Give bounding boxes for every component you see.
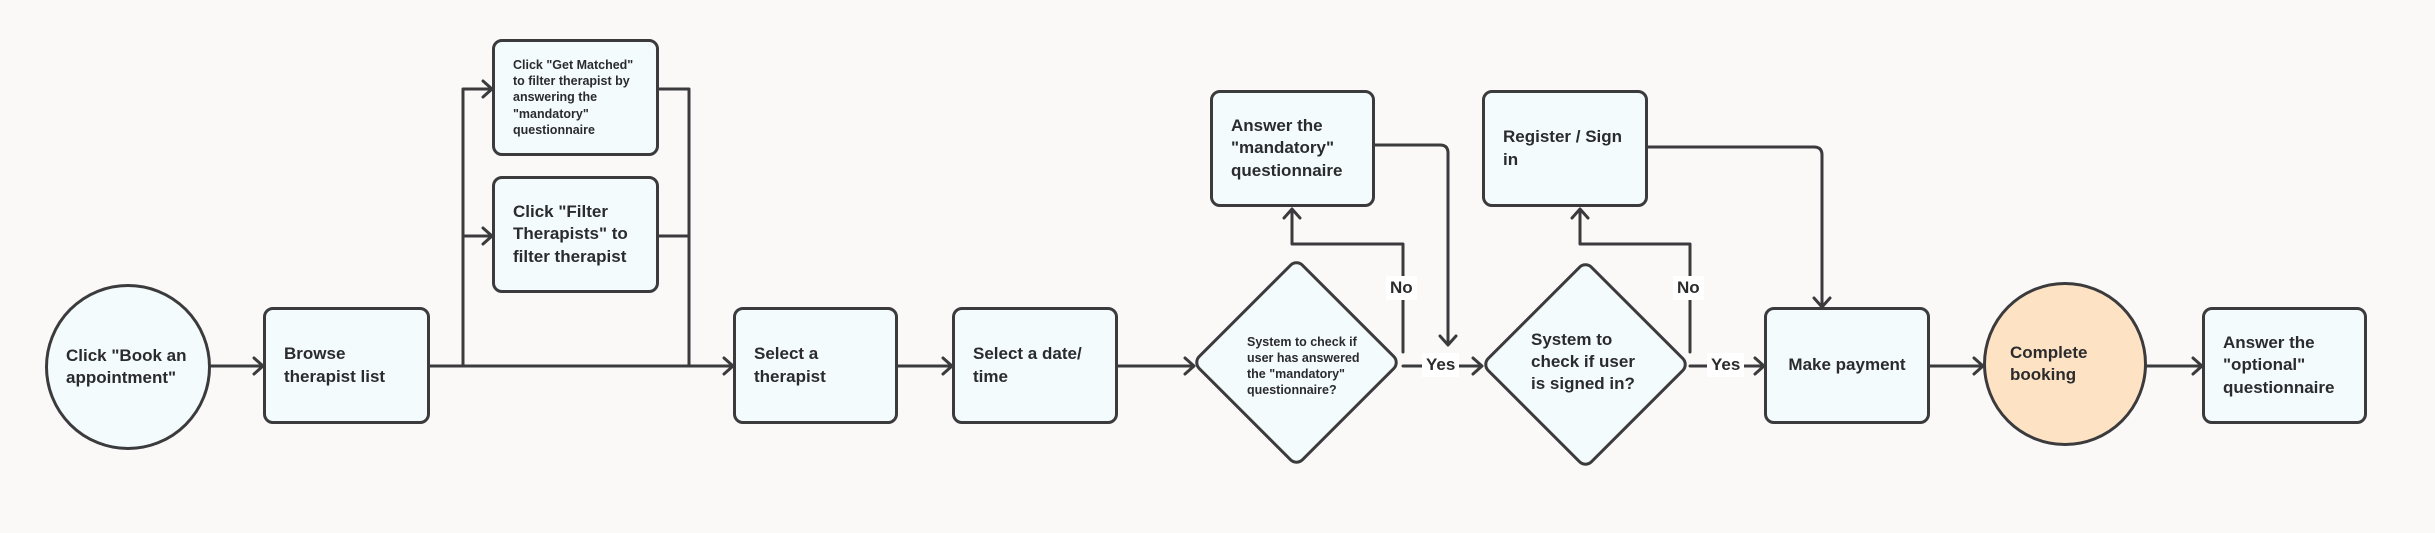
node-register-sign-in-label: Register / Sign in [1503, 127, 1623, 169]
edge-browse-filter [461, 226, 494, 246]
node-select-date: Select a date/ time [952, 307, 1118, 424]
edge-getmatched-merge [657, 87, 691, 368]
node-complete-booking: Complete booking [1983, 282, 2147, 446]
node-select-therapist: Select a therapist [733, 307, 898, 424]
node-make-payment-label: Make payment [1788, 355, 1906, 375]
edge-answer-back [1373, 143, 1458, 347]
node-complete-booking-label: Complete booking [2010, 342, 2088, 384]
decision-check-signed-in-label: System to check if user is signed in? [1531, 329, 1635, 394]
node-browse-therapists-label: Browse therapist list [284, 344, 386, 386]
node-make-payment: Make payment [1764, 307, 1930, 424]
node-answer-optional: Answer the "optional" questionnaire [2202, 307, 2367, 424]
node-answer-optional-label: Answer the "optional" questionnaire [2223, 333, 2335, 397]
node-select-therapist-label: Select a therapist [754, 344, 826, 386]
node-filter-therapists-label: Click "Filter Therapists" to filter ther… [513, 202, 628, 266]
node-register-sign-in: Register / Sign in [1482, 90, 1648, 207]
edge-payment-complete [1928, 356, 1985, 376]
node-select-date-label: Select a date/ time [973, 344, 1082, 386]
node-get-matched: Click "Get Matched" to filter therapist … [492, 39, 659, 156]
edge-label-yes-1: Yes [1422, 353, 1460, 378]
edge-browse-getmatched [461, 79, 494, 368]
node-book-appointment: Click "Book an appointment" [45, 284, 211, 450]
node-browse-therapists: Browse therapist list [263, 307, 430, 424]
decision-check-answered-label: System to check if user has answered the… [1247, 334, 1360, 398]
edge-label-no-2: No [1673, 276, 1704, 301]
node-filter-therapists: Click "Filter Therapists" to filter ther… [492, 176, 659, 293]
node-answer-mandatory-label: Answer the "mandatory" questionnaire [1231, 116, 1343, 180]
edge-date-check1 [1116, 356, 1196, 376]
edge-label-no-1: No [1386, 276, 1417, 301]
edge-book-browse [209, 356, 265, 376]
node-answer-mandatory: Answer the "mandatory" questionnaire [1210, 90, 1375, 207]
node-book-appointment-label: Click "Book an appointment" [66, 345, 187, 387]
edge-complete-optional [2145, 356, 2204, 376]
edge-label-yes-2: Yes [1707, 353, 1745, 378]
node-get-matched-label: Click "Get Matched" to filter therapist … [513, 57, 634, 137]
edge-select-date [896, 356, 954, 376]
